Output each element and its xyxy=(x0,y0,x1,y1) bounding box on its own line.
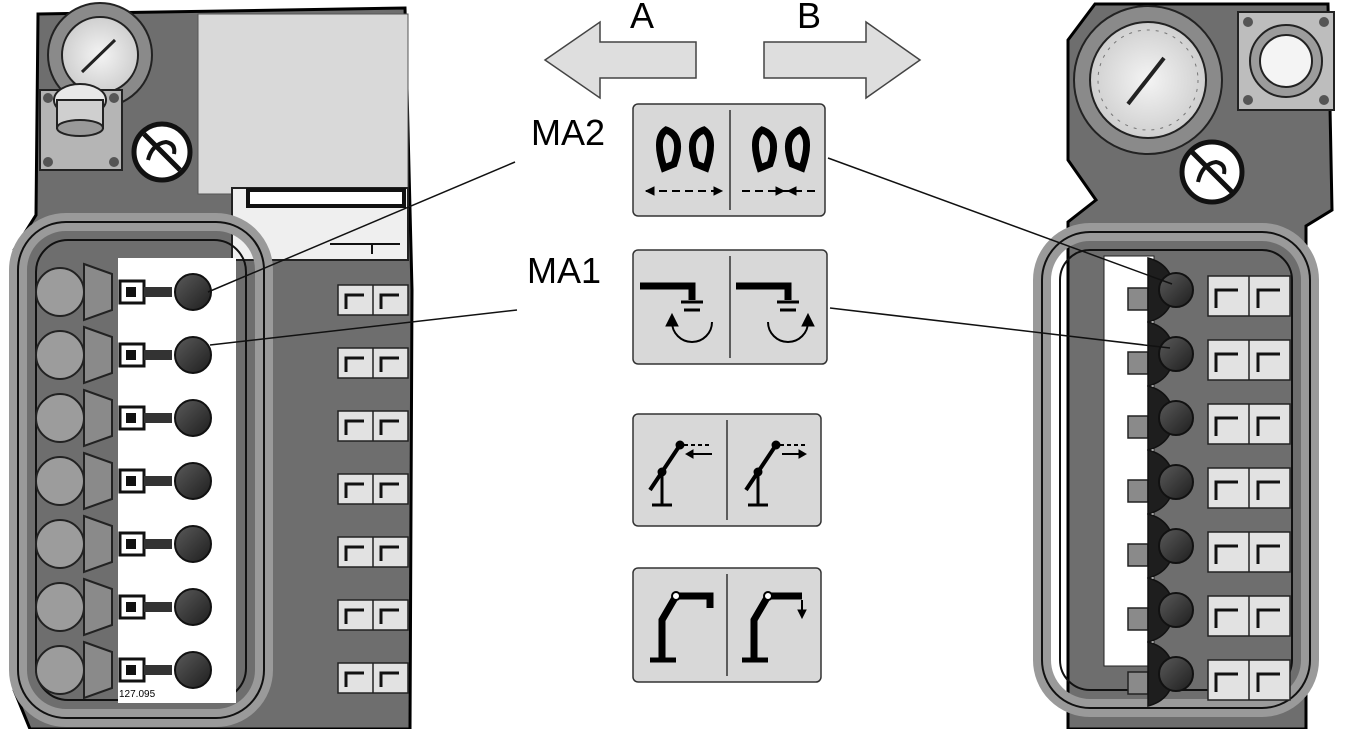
rotator-left-icon xyxy=(640,282,713,343)
pressure-gauge-icon xyxy=(47,2,153,108)
telescope-extend-icon xyxy=(744,440,808,507)
boom-down-icon xyxy=(742,591,807,663)
control-lever[interactable] xyxy=(1127,513,1194,579)
emergency-stop-button[interactable] xyxy=(1237,11,1335,111)
callout-lines xyxy=(207,157,1173,349)
emergency-stop-button[interactable] xyxy=(39,83,123,171)
direction-label-a: A xyxy=(630,0,655,36)
control-lever[interactable] xyxy=(35,325,212,385)
telescope-extend-retract-icon xyxy=(1207,403,1291,445)
control-lever[interactable] xyxy=(1127,321,1194,387)
direction-arrow-b-icon xyxy=(763,20,922,100)
control-lever[interactable] xyxy=(35,262,212,322)
boom-up-icon xyxy=(650,591,714,663)
pressure-gauge-icon xyxy=(1073,5,1223,155)
direction-arrow-a-icon xyxy=(543,20,697,100)
mussel-jaw-open-close-icon xyxy=(1207,275,1291,317)
no-operate-icon xyxy=(131,121,193,183)
slewing-icon xyxy=(1207,595,1291,637)
control-lever[interactable] xyxy=(1127,449,1194,515)
stabilizer-icon xyxy=(337,662,409,694)
direction-label-b: B xyxy=(797,0,822,36)
outer-boom-icon xyxy=(337,536,409,568)
control-lever[interactable] xyxy=(35,514,212,574)
rotator-right-icon xyxy=(736,282,815,343)
function-card-boom xyxy=(632,567,822,683)
main-boom-icon xyxy=(1207,467,1291,509)
right-control-panel xyxy=(1033,2,1335,729)
rotator-rotate-icon xyxy=(337,347,409,379)
slewing-icon xyxy=(337,599,409,631)
control-lever[interactable] xyxy=(1127,257,1194,323)
function-card-ma1 xyxy=(632,249,828,365)
stabilizer-icon xyxy=(1207,659,1291,701)
callout-label-ma2: MA2 xyxy=(531,112,606,153)
telescope-extend-retract-icon xyxy=(337,410,409,442)
control-lever[interactable] xyxy=(1127,641,1194,707)
rotator-rotate-icon xyxy=(1207,339,1291,381)
main-boom-icon xyxy=(337,473,409,505)
part-number-label: 127.095 xyxy=(118,689,157,700)
control-lever[interactable] xyxy=(1127,385,1194,451)
control-lever[interactable] xyxy=(35,577,212,637)
control-lever[interactable] xyxy=(35,640,212,700)
control-lever[interactable] xyxy=(35,451,212,511)
telescope-retract-icon xyxy=(648,440,712,507)
jaw-close-icon xyxy=(742,126,818,196)
no-operate-icon xyxy=(1179,139,1245,205)
callout-label-ma1: MA1 xyxy=(527,250,602,291)
outer-boom-icon xyxy=(1207,531,1291,573)
jaw-open-icon xyxy=(644,126,724,196)
mussel-jaw-open-close-icon xyxy=(337,284,409,316)
control-lever[interactable] xyxy=(1127,577,1194,643)
control-lever[interactable] xyxy=(35,388,212,448)
function-card-telescope xyxy=(632,413,822,527)
function-card-ma2 xyxy=(632,103,826,217)
left-control-panel xyxy=(9,2,414,729)
